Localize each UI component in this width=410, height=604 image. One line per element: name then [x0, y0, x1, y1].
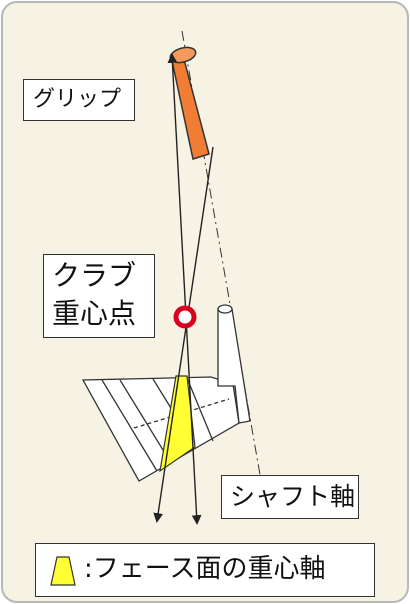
legend-text: :フェース面の重心軸 — [84, 554, 326, 584]
yellow-trapezoid-icon — [50, 556, 76, 586]
club-cg-label-line2: 重心点 — [52, 297, 137, 330]
grip-label: グリップ — [23, 79, 135, 121]
hosel — [217, 304, 251, 424]
club-cg-label-line1: クラブ — [52, 259, 137, 292]
legend: :フェース面の重心軸 — [35, 543, 375, 597]
shaft-axis-label: シャフト軸 — [221, 475, 359, 519]
arrow-line-left — [153, 146, 214, 523]
arrow-line-right — [167, 53, 202, 525]
club-diagram — [81, 30, 266, 525]
shaft-axis-label-text: シャフト軸 — [230, 482, 356, 511]
grip-label-text: グリップ — [33, 87, 122, 112]
club-cg-label: クラブ 重心点 — [43, 254, 155, 338]
red-ring-icon — [173, 305, 197, 329]
